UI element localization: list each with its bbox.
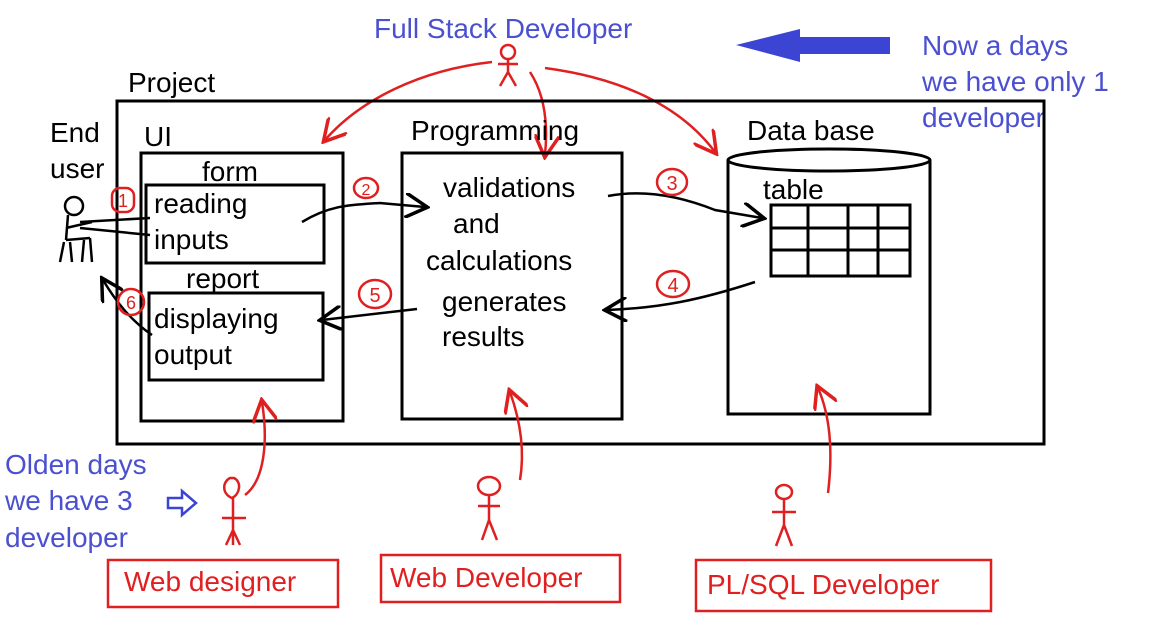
step-marker-5-circle [357, 278, 393, 310]
programming-line2: and [453, 208, 500, 239]
step-marker-6-circle [116, 287, 146, 317]
plsql-developer-label: PL/SQL Developer [707, 569, 939, 600]
olden-days-line1: Olden days [5, 449, 147, 480]
step-marker-6: 6 [126, 293, 136, 313]
table-label: table [763, 174, 824, 205]
step-marker-4-circle [655, 269, 691, 299]
plsql-developer-figure [772, 483, 796, 547]
developer-to-programming-arrow [510, 392, 522, 481]
flow-arrow-form-to-programming [301, 203, 425, 224]
user-to-form-lines [79, 216, 151, 237]
full-stack-to-programming-arrow [528, 71, 546, 155]
web-developer-figure [476, 475, 502, 541]
full-stack-developer-label: Full Stack Developer [374, 13, 632, 44]
step-markers: 1 2 3 4 5 6 [110, 167, 691, 317]
blue-left-arrow [736, 29, 890, 62]
database-cylinder [726, 147, 932, 416]
full-stack-to-ui-arrow [325, 60, 493, 140]
programming-line5: results [442, 321, 524, 352]
step-marker-2: 2 [362, 182, 371, 199]
end-user-line2: user [50, 153, 104, 184]
now-days-line2: we have only 1 [921, 66, 1109, 97]
report-text-line1: displaying [154, 303, 279, 334]
plsql-developer-box [694, 558, 993, 613]
flow-arrow-report-to-user [103, 280, 153, 337]
flow-arrows [103, 192, 762, 337]
olden-days-arrow-icon [166, 488, 198, 518]
olden-days-line3: developer [5, 522, 128, 553]
form-text-line1: reading [154, 188, 247, 219]
full-stack-developer-figure [498, 43, 518, 87]
olden-days-line2: we have 3 [4, 485, 133, 516]
step-marker-1: 1 [118, 191, 128, 211]
plsql-to-database-arrow [818, 388, 830, 494]
web-designer-label: Web designer [124, 566, 296, 597]
role-arrows [244, 388, 830, 496]
flow-arrow-programming-to-table [607, 192, 762, 218]
end-user-figure [58, 195, 94, 263]
project-title: Project [128, 67, 215, 98]
project-box [115, 99, 1046, 446]
form-text-line2: inputs [154, 224, 229, 255]
web-designer-figure [222, 476, 246, 546]
flow-arrow-programming-to-report [322, 309, 418, 320]
end-user-line1: End [50, 117, 100, 148]
step-marker-3-circle [655, 167, 689, 197]
full-stack-arrows [325, 60, 715, 155]
web-developer-label: Web Developer [390, 562, 582, 593]
database-table-grid [769, 203, 912, 278]
programming-box [400, 151, 624, 421]
report-box [147, 291, 325, 382]
flow-arrow-table-to-programming [607, 280, 756, 310]
step-marker-2-circle [352, 176, 380, 200]
step-marker-4: 4 [667, 275, 678, 297]
ui-box [139, 151, 345, 423]
report-label: report [186, 263, 259, 294]
step-marker-1-circle [110, 186, 136, 214]
programming-title: Programming [411, 115, 579, 146]
full-stack-to-database-arrow [544, 66, 715, 152]
web-designer-box [106, 558, 340, 609]
database-title: Data base [747, 115, 875, 146]
designer-to-ui-arrow [244, 402, 265, 496]
web-developer-box [379, 553, 622, 604]
ui-title: UI [144, 121, 172, 152]
form-box [144, 183, 326, 265]
step-marker-5: 5 [369, 285, 380, 307]
programming-line4: generates [442, 286, 567, 317]
now-days-line1: Now a days [922, 30, 1068, 61]
report-text-line2: output [154, 339, 232, 370]
now-days-line3: developer [922, 102, 1045, 133]
step-marker-3: 3 [666, 173, 677, 195]
programming-line3: calculations [426, 245, 572, 276]
programming-line1: validations [443, 172, 575, 203]
form-label: form [202, 156, 258, 187]
